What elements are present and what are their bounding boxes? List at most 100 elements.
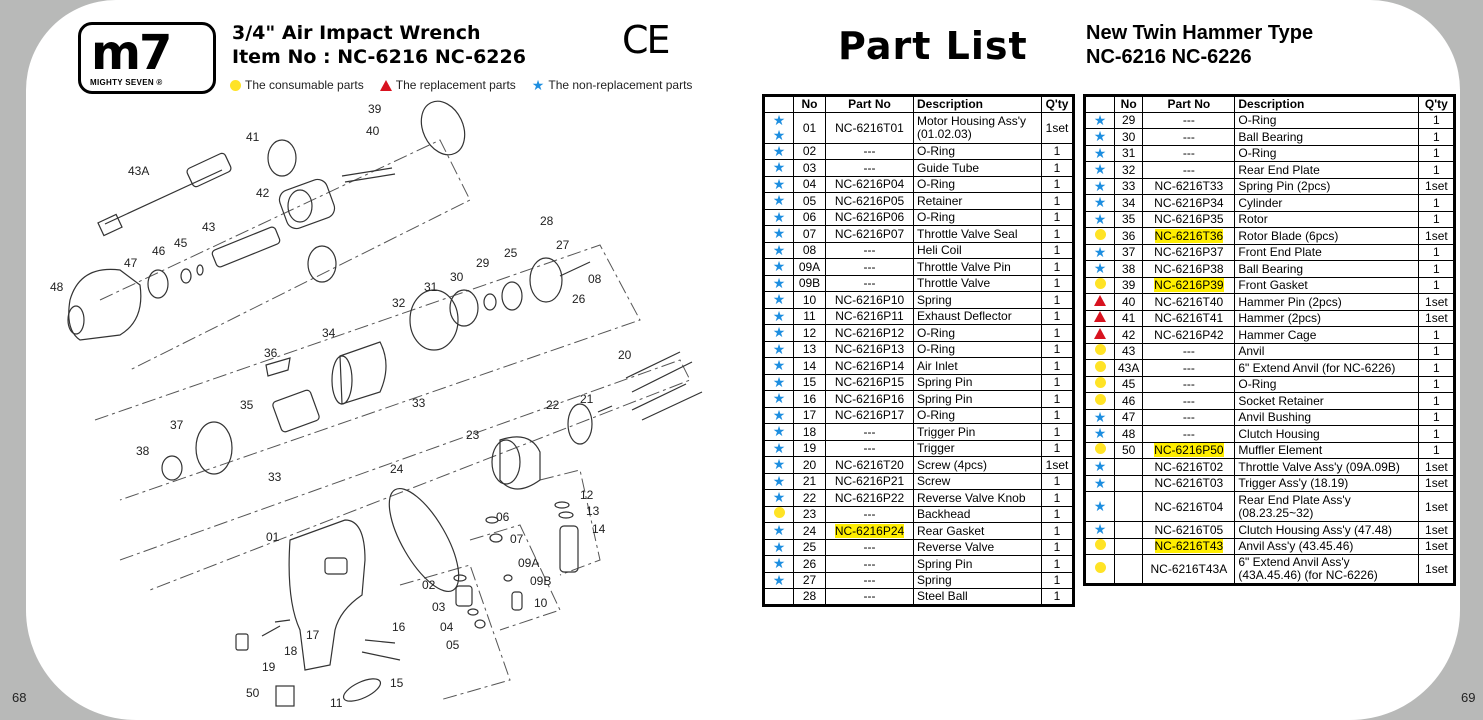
part-number-index: 42 xyxy=(1113,326,1144,344)
part-quantity: 1set xyxy=(1418,293,1456,311)
part-number: NC-6216P04 xyxy=(825,175,914,193)
part-description: Spring Pin (2pcs) xyxy=(1234,177,1420,195)
part-quantity: 1 xyxy=(1418,425,1456,443)
part-description: O-Ring xyxy=(913,175,1042,193)
part-description: Screw xyxy=(913,472,1042,490)
part-quantity: 1 xyxy=(1418,441,1456,459)
part-number-index xyxy=(1113,458,1144,476)
part-number-index: 04 xyxy=(793,175,826,193)
non-replacement-star-icon: ★ xyxy=(763,142,794,160)
diagram-callout: 03 xyxy=(432,600,446,614)
part-quantity: 1 xyxy=(1418,260,1456,278)
part-description: O-Ring xyxy=(1234,111,1420,129)
part-description: Muffler Element xyxy=(1234,441,1420,459)
diagram-callout: 40 xyxy=(366,124,380,138)
part-number-index: 29 xyxy=(1113,111,1144,129)
part-number-index: 46 xyxy=(1113,392,1144,410)
parts-table-right: No Part No Description Q'ty ★29---O-Ring… xyxy=(1083,94,1457,586)
consumable-circle-icon xyxy=(1084,537,1115,555)
diagram-callout: 06 xyxy=(496,510,510,524)
diagram-callout: 41 xyxy=(246,130,260,144)
part-quantity: 1 xyxy=(1041,142,1074,160)
consumable-circle-icon xyxy=(1084,375,1115,393)
part-number-index: 03 xyxy=(793,159,826,177)
part-description: O-Ring xyxy=(913,324,1042,342)
diagram-callout: 17 xyxy=(306,628,320,642)
part-description: Hammer (2pcs) xyxy=(1234,309,1420,327)
part-quantity: 1 xyxy=(1041,192,1074,210)
part-description: Screw (4pcs) xyxy=(913,456,1042,474)
part-number: --- xyxy=(1142,342,1236,360)
logo-subtitle: MIGHTY SEVEN ® xyxy=(90,78,163,87)
part-number-index: 34 xyxy=(1113,194,1144,212)
part-number-index: 47 xyxy=(1113,408,1144,426)
part-number-index: 18 xyxy=(793,423,826,441)
diagram-callout: 42 xyxy=(256,186,270,200)
part-quantity: 1 xyxy=(1418,194,1456,212)
diagram-callout: 14 xyxy=(592,522,606,536)
diagram-callout: 18 xyxy=(284,644,298,658)
part-quantity: 1 xyxy=(1041,324,1074,342)
diagram-callout: 48 xyxy=(50,280,64,294)
part-description: Anvil Ass'y (43.45.46) xyxy=(1234,537,1420,555)
diagram-callout: 11 xyxy=(330,696,343,710)
non-replacement-star-icon: ★ xyxy=(763,340,794,358)
diagram-callout: 37 xyxy=(170,418,184,432)
part-description: Trigger xyxy=(913,439,1042,457)
non-replacement-star-icon: ★ xyxy=(763,324,794,342)
part-number-index: 43A xyxy=(1113,359,1144,377)
part-number: NC-6216P42 xyxy=(1142,326,1236,344)
part-number-index xyxy=(1113,491,1144,522)
part-number-index: 20 xyxy=(793,456,826,474)
non-replacement-star-icon: ★ xyxy=(763,291,794,309)
table-header-row: No Part No Description Q'ty xyxy=(763,95,1074,113)
diagram-callout: 27 xyxy=(556,238,570,252)
part-number: NC-6216P16 xyxy=(825,390,914,408)
diagram-callout: 29 xyxy=(476,256,490,270)
part-list-models: NC-6216 NC-6226 xyxy=(1086,46,1252,68)
diagram-callout: 07 xyxy=(510,532,524,546)
part-number: NC-6216P17 xyxy=(825,406,914,424)
part-description: O-Ring xyxy=(1234,375,1420,393)
part-number: --- xyxy=(825,588,914,606)
part-description: Motor Housing Ass'y (01.02.03) xyxy=(913,111,1042,144)
part-description: O-Ring xyxy=(1234,144,1420,162)
non-replacement-star-icon: ★ xyxy=(763,274,794,292)
part-number-index: 13 xyxy=(793,340,826,358)
diagram-callout: 35 xyxy=(240,398,254,412)
part-description: Reverse Valve xyxy=(913,538,1042,556)
part-description: O-Ring xyxy=(913,142,1042,160)
part-description: Rear End Plate xyxy=(1234,161,1420,179)
diagram-callout: 09B xyxy=(530,574,552,588)
consumable-circle-icon xyxy=(1084,441,1115,459)
part-number-index: 36 xyxy=(1113,227,1144,245)
diagram-callout: 26 xyxy=(572,292,586,306)
part-number-index: 17 xyxy=(793,406,826,424)
diagram-callout: 20 xyxy=(618,348,632,362)
part-number-index: 30 xyxy=(1113,128,1144,146)
part-number: NC-6216T41 xyxy=(1142,309,1236,327)
part-number: --- xyxy=(825,571,914,589)
non-replacement-star-icon: ★ xyxy=(1084,128,1115,146)
page-number-left: 68 xyxy=(12,690,27,705)
part-number-index: 50 xyxy=(1113,441,1144,459)
exploded-view-diagram xyxy=(67,100,703,707)
part-number-index: 09A xyxy=(793,258,826,276)
part-number: NC-6216P14 xyxy=(825,357,914,375)
